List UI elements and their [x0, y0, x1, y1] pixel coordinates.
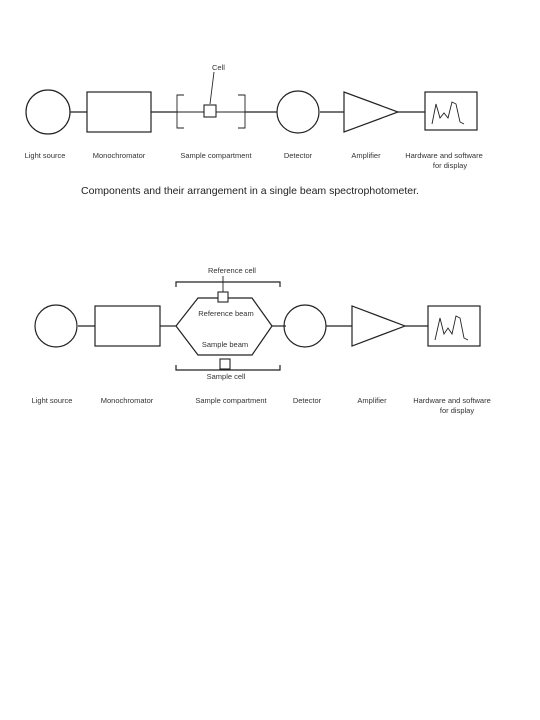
label-detector: Detector	[284, 151, 313, 160]
sample-beam-label: Sample beam	[202, 340, 248, 349]
sample-cell-2	[219, 358, 231, 370]
sample-compartment: Cell	[176, 63, 246, 129]
amplifier-triangle	[343, 91, 400, 133]
label-display-2-line1: Hardware and software	[413, 396, 491, 405]
label-display-line1: Hardware and software	[405, 151, 483, 160]
display-unit-2	[427, 305, 481, 347]
reference-cell-label: Reference cell	[208, 266, 256, 275]
sample-beam-path	[175, 325, 273, 356]
compartment-right-bracket	[238, 94, 246, 129]
amplifier-triangle-2	[351, 305, 407, 347]
caption-single-beam: Components and their arrangement in a si…	[81, 185, 419, 197]
sample-cell	[203, 104, 217, 118]
spectrum-trace-2	[434, 315, 469, 341]
label-display-2-line2: for display	[440, 406, 474, 415]
label-monochromator-2: Monochromator	[101, 396, 154, 405]
monochromator-box-2	[94, 305, 161, 347]
display-box-2	[427, 305, 481, 347]
label-amplifier: Amplifier	[351, 151, 381, 160]
reference-beam-label: Reference beam	[198, 309, 253, 318]
label-detector-2: Detector	[293, 396, 322, 405]
light-source-circle-2	[34, 304, 78, 348]
label-amplifier-2: Amplifier	[357, 396, 387, 405]
single-beam-diagram: Cell Light source Monochromator Sample c…	[25, 63, 483, 197]
cell-label: Cell	[212, 63, 225, 72]
compartment-left-bracket	[176, 94, 184, 129]
spectrum-trace	[431, 101, 465, 125]
label-light-source: Light source	[25, 151, 66, 160]
double-beam-diagram: Reference cell Reference beam Sample bea…	[32, 266, 491, 415]
label-sample-compartment: Sample compartment	[180, 151, 252, 160]
label-monochromator: Monochromator	[93, 151, 146, 160]
label-sample-compartment-2: Sample compartment	[195, 396, 267, 405]
display-unit	[424, 91, 478, 131]
label-display-line2: for display	[433, 161, 467, 170]
sample-cell-label: Sample cell	[207, 372, 246, 381]
compartment-bottom-bracket	[175, 365, 281, 371]
compartment-top-bracket	[175, 281, 281, 287]
light-source-circle	[25, 89, 71, 135]
cell-pointer	[209, 71, 215, 105]
monochromator-box	[86, 91, 152, 133]
detector-circle	[276, 90, 320, 134]
detector-circle-2	[283, 304, 327, 348]
reference-cell	[217, 291, 229, 303]
double-beam-compartment: Reference cell Reference beam Sample bea…	[175, 266, 281, 381]
display-box	[424, 91, 478, 131]
label-light-source-2: Light source	[32, 396, 73, 405]
